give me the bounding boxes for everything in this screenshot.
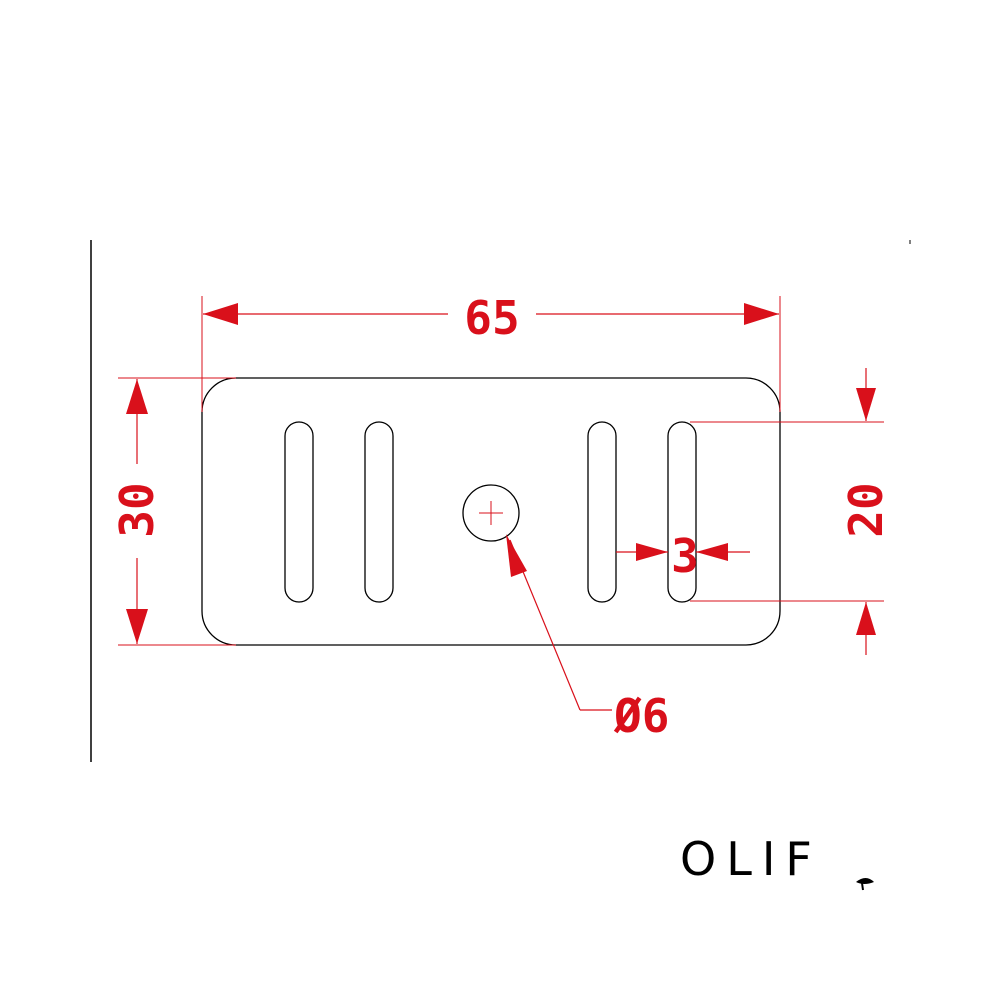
slot-width-arrow-left: [636, 543, 668, 561]
center-hole: [462, 484, 520, 542]
brand-logo: OLIF: [680, 832, 874, 891]
hole-leader-arrow: [506, 534, 527, 577]
height-label: 30: [110, 482, 164, 537]
width-arrow-right: [744, 303, 779, 325]
width-dimension: 65: [201, 291, 781, 412]
width-arrow-left: [203, 303, 238, 325]
slot-span-arrow-bottom: [856, 602, 876, 635]
height-dimension: 30: [110, 377, 236, 646]
slot-width-arrow-right: [696, 543, 728, 561]
logo-leaf-icon: [856, 878, 874, 884]
slot-4: [667, 421, 697, 603]
plate: [201, 377, 781, 646]
height-arrow-top: [126, 379, 148, 414]
slot-span-arrow-top: [856, 388, 876, 421]
logo-text: OLIF: [680, 832, 822, 886]
slot-span-label: 20: [839, 482, 893, 537]
slot-3: [587, 421, 617, 603]
hole-diameter-label: Ø6: [613, 689, 669, 743]
logo-stem: [861, 882, 864, 891]
plate-outline: [201, 377, 781, 646]
slot-1: [284, 421, 314, 603]
slot-width-dimension: 3: [616, 529, 750, 583]
width-label: 65: [464, 291, 519, 345]
slot-width-label: 3: [671, 529, 699, 583]
slot-2: [364, 421, 394, 603]
height-arrow-bottom: [126, 609, 148, 644]
hole-diameter-callout: Ø6: [506, 534, 669, 743]
slot-span-dimension: 20: [690, 368, 893, 655]
